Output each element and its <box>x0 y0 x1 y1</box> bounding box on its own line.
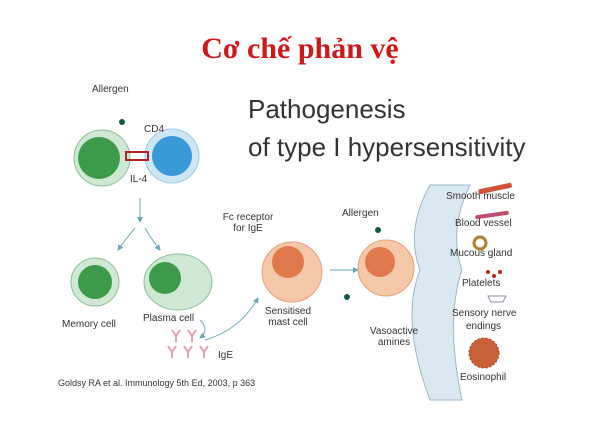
slide-title: Cơ chế phản vệ <box>201 32 399 65</box>
b-cell <box>73 129 131 187</box>
va-line2: amines <box>377 337 411 348</box>
plasma-cell <box>143 253 213 311</box>
sens-line2: mast cell <box>268 317 308 328</box>
blood-vessel-icon <box>475 210 509 220</box>
fc-line2: for IgE <box>233 223 263 234</box>
mucous-gland-icon <box>472 235 488 251</box>
smooth-muscle-icon <box>478 182 512 195</box>
target-platelets: Platelets <box>462 278 501 289</box>
label-memory-cell: Memory cell <box>62 319 116 330</box>
label-allergen-right: Allergen <box>342 208 379 219</box>
label-ige: IgE <box>218 350 234 361</box>
sensitised-mast-cell <box>261 241 323 303</box>
ige-antibodies <box>167 329 209 358</box>
label-cd4: CD4 <box>144 124 165 135</box>
allergen-icon <box>344 294 350 300</box>
memory-cell <box>70 257 120 307</box>
allergen-icon <box>119 119 125 125</box>
target-mucous-gland: Mucous gland <box>450 248 513 259</box>
subtitle-line2: of type I hypersensitivity <box>248 132 526 162</box>
subtitle-line1: Pathogenesis <box>248 94 406 124</box>
label-plasma-cell: Plasma cell <box>143 313 195 324</box>
target-blood-vessel: Blood vessel <box>455 218 512 229</box>
label-il4: IL-4 <box>130 174 148 185</box>
nerve-ending-icon <box>487 295 507 303</box>
target-eosinophil: Eosinophil <box>460 372 507 383</box>
platelets-icon <box>486 270 502 278</box>
eosinophil-icon <box>468 337 500 369</box>
target-endings: endings <box>466 321 502 332</box>
va-line1: Vasoactive <box>369 326 419 337</box>
receptor-complex <box>125 151 149 161</box>
target-smooth-muscle: Smooth muscle <box>446 191 515 202</box>
fc-line1: Fc receptor <box>222 212 274 223</box>
sens-line1: Sensitised <box>264 306 312 317</box>
citation: Goldsy RA et al. Immunology 5th Ed, 2003… <box>58 378 256 388</box>
label-allergen-left: Allergen <box>92 84 129 95</box>
allergen-icon <box>375 227 381 233</box>
degranulating-mast-cell <box>357 239 415 297</box>
t-helper-cell <box>144 128 200 184</box>
vasoactive-amines-cloud <box>411 184 471 401</box>
target-sensory-nerve: Sensory nerve <box>452 308 517 319</box>
